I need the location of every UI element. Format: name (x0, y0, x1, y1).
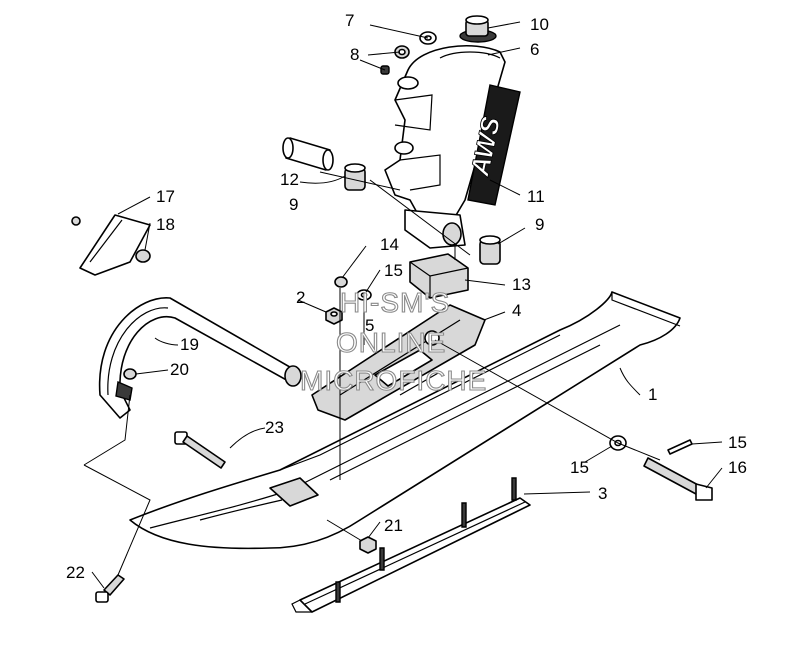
callout-15-lower: 15 (570, 458, 589, 477)
callout-7: 7 (345, 11, 354, 30)
callout-14: 14 (380, 235, 399, 254)
damper-block-13 (409, 253, 469, 299)
ski-saddle (311, 304, 486, 421)
assembly-axis-lines (83, 171, 661, 576)
callout-19: 18 (156, 215, 175, 234)
nut-21a (123, 368, 137, 380)
callout-9-upper: 9 (289, 195, 298, 214)
pin-12 (282, 137, 334, 171)
leader-lines (91, 21, 723, 589)
watermark-line-2: ONLINE (336, 327, 446, 358)
callout-8: 8 (350, 45, 359, 64)
callout-23: 23 (265, 418, 284, 437)
spindle-housing (384, 44, 506, 249)
callout-1: 1 (648, 385, 657, 404)
callout-22: 22 (66, 563, 85, 582)
callout-9-lower: 9 (535, 215, 544, 234)
callout-4: 4 (512, 301, 521, 320)
callout-labels: 7 8 10 6 12 9 11 9 17 18 14 15 13 2 4 5 … (66, 11, 747, 582)
callout-20: 19 (180, 335, 199, 354)
nut-2 (325, 307, 343, 325)
wear-bar (291, 477, 531, 613)
nut-19 (135, 249, 151, 263)
callout-13: 13 (512, 275, 531, 294)
callout-17: 16 (728, 458, 747, 477)
nut-21b (359, 536, 377, 554)
callout-16: 15 (728, 433, 747, 452)
ski-body (129, 291, 681, 550)
callout-18: 17 (156, 187, 175, 206)
watermark-line-3: MICROFICHE (300, 365, 487, 396)
bolt-22 (95, 574, 125, 603)
callout-2: 2 (296, 288, 305, 307)
spindle-cap (459, 15, 497, 43)
callout-10: 10 (530, 15, 549, 34)
callout-11: 11 (527, 187, 545, 206)
callout-21-lower: 21 (384, 516, 403, 535)
bushing-9a (344, 163, 366, 191)
callout-21-upper: 20 (170, 360, 189, 379)
cotter-pin-16 (667, 439, 693, 455)
callout-5: 5 (365, 316, 374, 335)
aws-decal: AWS (464, 84, 521, 206)
callout-3: 3 (598, 484, 607, 503)
watermark-line-1: HI-SM'S (340, 287, 450, 318)
ski-loop (98, 297, 302, 419)
callout-6: 6 (530, 40, 539, 59)
bushing-9b (479, 235, 501, 265)
bolt-23 (174, 431, 226, 469)
bracket-18 (71, 214, 151, 276)
nut-14 (334, 276, 348, 288)
watermark: HI-SM'S ONLINE MICROFICHE (299, 286, 487, 396)
callout-12: 12 (280, 170, 299, 189)
callout-15-upper: 15 (384, 261, 403, 280)
axle-bolt-17 (643, 457, 713, 501)
